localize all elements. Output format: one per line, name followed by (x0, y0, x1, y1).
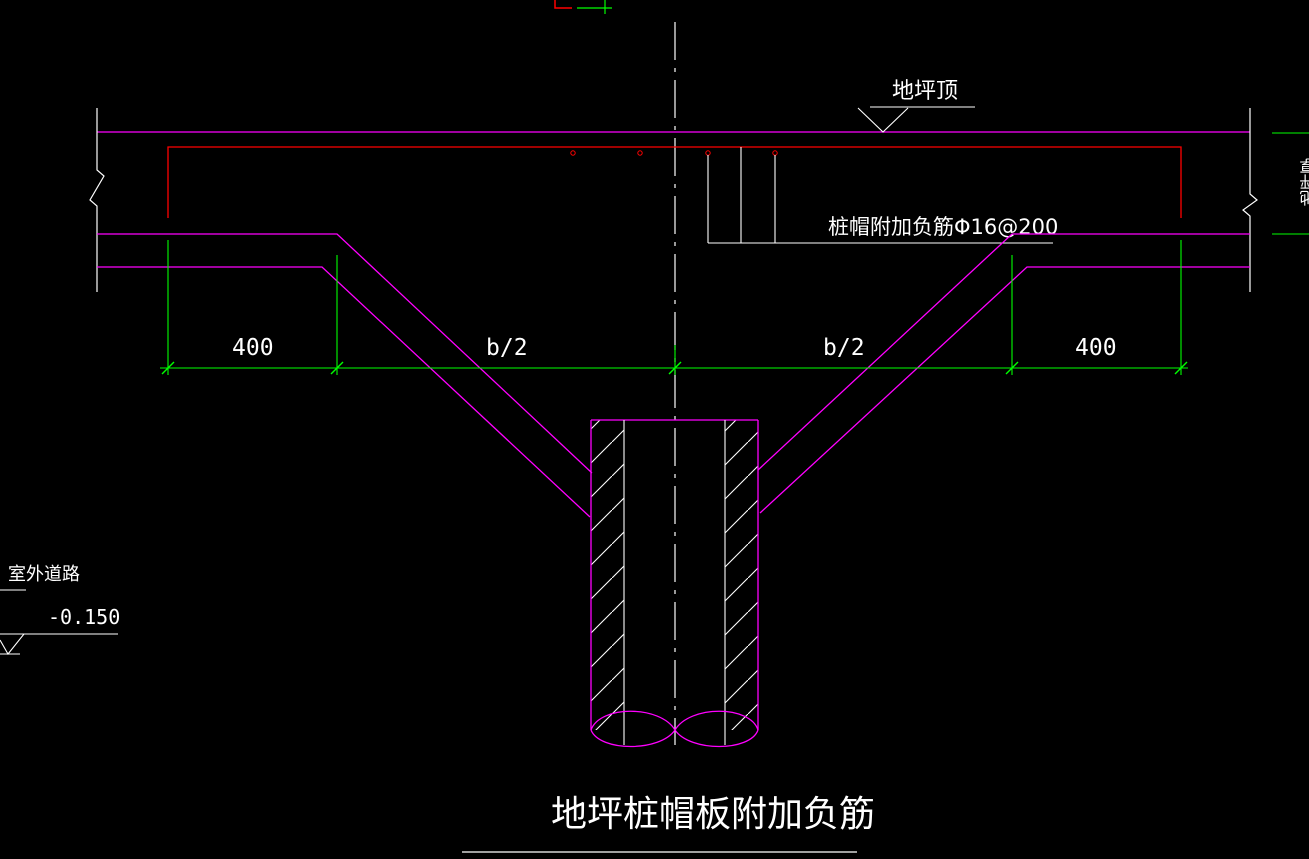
rebar-dot (570, 150, 576, 156)
floor-top-symbol (857, 106, 975, 133)
outdoor-road-label: 室外道路 (8, 564, 80, 585)
right-thickness-marks (1272, 132, 1309, 235)
floor-top-label: 地坪顶 (892, 79, 958, 104)
pile (590, 419, 759, 748)
partial-red-mark (554, 0, 572, 9)
elevation-triangle (0, 633, 25, 655)
rebar-dots (570, 150, 778, 156)
drawing-title: 地坪桩帽板附加负筋 (551, 794, 875, 835)
rebar-dot (637, 150, 643, 156)
right-edge-label: 地坪厚 (1300, 157, 1309, 206)
dimension-chain (160, 240, 1188, 375)
haunch-left-inner (97, 266, 591, 518)
dimension-tick (1174, 361, 1188, 375)
top-rebar-line (167, 146, 1182, 218)
dim-right-400: 400 (1075, 335, 1117, 361)
rebar-dot (772, 150, 778, 156)
pile-wall-right-hatch (725, 420, 758, 730)
left-break-line (89, 108, 105, 292)
haunch-right-outer (757, 233, 1250, 471)
haunch-right-inner (759, 266, 1250, 514)
dimension-tick (330, 361, 344, 375)
elevation-value: -0.150 (48, 605, 120, 629)
floor-top-triangle (857, 107, 909, 133)
dimension-tick (1005, 361, 1019, 375)
dimension-tick (161, 361, 175, 375)
dim-right-b2: b/2 (823, 335, 865, 361)
dim-left-400: 400 (232, 335, 274, 361)
rebar-dot (705, 150, 711, 156)
top-partial-marks (554, 0, 612, 14)
dimension-tick (668, 361, 682, 375)
right-break-line (1242, 108, 1258, 292)
pile-wall-left-hatch (591, 420, 624, 730)
pile-break-symbol (590, 710, 759, 748)
haunch-left-outer (97, 233, 593, 474)
rebar-leader (707, 147, 1053, 244)
pile-cap-haunch (97, 233, 1250, 518)
dim-left-b2: b/2 (486, 335, 528, 361)
rebar-note-text: 桩帽附加负筋Φ16@200 (828, 215, 1058, 239)
